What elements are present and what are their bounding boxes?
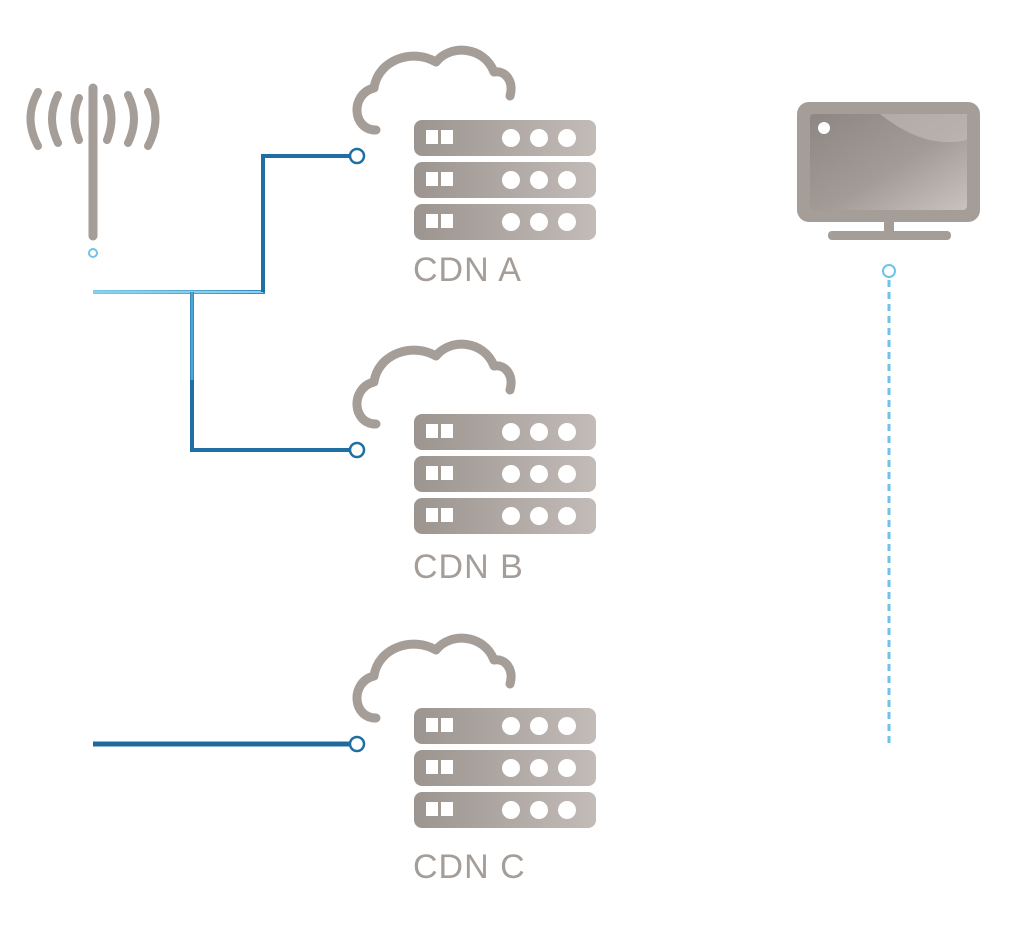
cdn-c-label: CDN C (413, 848, 526, 886)
cloud-server-rack-icon (357, 344, 596, 534)
connector-cdn-a (348, 147, 366, 165)
connector-viewer (882, 264, 896, 278)
link-source-to-cdn-b (190, 292, 350, 452)
connector-cdn-b (348, 441, 366, 459)
cdn-c-node: CDN C (357, 638, 596, 886)
link-source-to-cdn-c (91, 258, 350, 747)
connector-source (88, 248, 98, 258)
cloud-server-rack-icon (357, 50, 596, 240)
cdn-a-node: CDN A (357, 50, 596, 289)
cloud-server-rack-icon (357, 638, 596, 828)
connector-cdn-c (348, 735, 366, 753)
link-source-to-cdn-a (93, 154, 350, 294)
cdn-b-label: CDN B (413, 548, 524, 586)
link-cdn-c-to-viewer (598, 278, 891, 745)
cdn-a-label: CDN A (413, 251, 522, 289)
monitor-icon (797, 102, 980, 240)
broadcast-antenna-icon (26, 83, 160, 241)
cdn-b-node: CDN B (357, 344, 596, 586)
